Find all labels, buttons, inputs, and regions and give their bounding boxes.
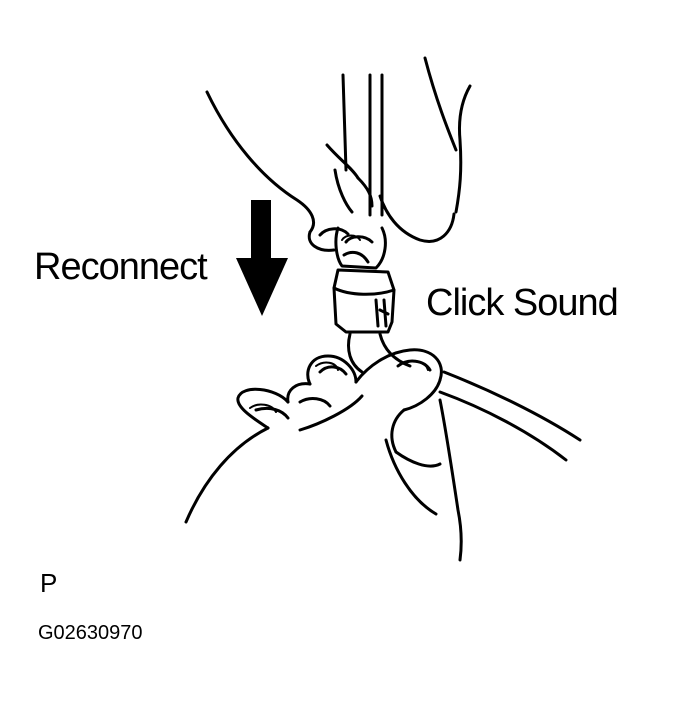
upper-pipe [341,73,384,217]
shading-marks [249,234,429,413]
upper-hand [205,56,472,252]
view-code-label: P [40,568,58,598]
figure-id-label: G02630970 [38,622,143,644]
quick-connector [332,226,396,334]
click-sound-label: Click Sound [426,282,619,324]
down-arrow-icon [236,200,288,316]
lower-hand [184,348,463,562]
reconnect-label: Reconnect [34,246,208,288]
lower-tube [347,332,582,462]
